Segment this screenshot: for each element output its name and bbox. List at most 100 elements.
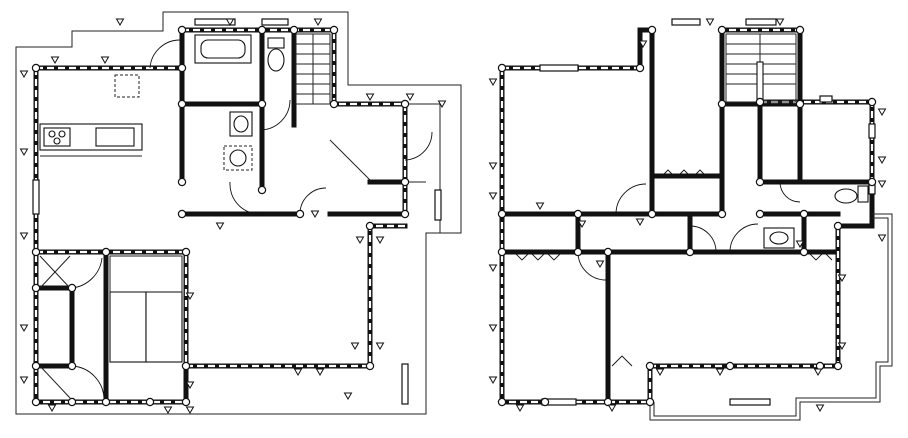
- column-post: [31, 397, 41, 407]
- dimension-mark: [715, 368, 725, 376]
- column-post: [647, 25, 657, 35]
- column-post: [400, 99, 410, 109]
- closet-folding-doors: [513, 169, 833, 367]
- dimension-mark: [488, 376, 498, 384]
- dimension-mark: [19, 376, 29, 384]
- dimension-mark: [877, 180, 887, 188]
- column-post: [497, 63, 507, 73]
- column-post: [177, 177, 187, 187]
- dimension-mark: [185, 381, 195, 389]
- dimension-marks: [19, 18, 887, 414]
- column-post: [645, 361, 655, 371]
- dimension-mark: [488, 192, 498, 200]
- column-post: [257, 99, 267, 109]
- dimension-mark: [115, 18, 125, 26]
- toilet-1f: [267, 37, 285, 72]
- stair-2f: [725, 33, 797, 103]
- column-post: [101, 397, 111, 407]
- dimension-mark: [488, 264, 498, 272]
- column-post: [799, 247, 809, 257]
- dimension-mark: [355, 236, 365, 244]
- column-post: [603, 397, 613, 407]
- column-post: [755, 97, 765, 107]
- column-post: [497, 397, 507, 407]
- dimension-mark: [100, 56, 110, 64]
- dimension-mark: [19, 70, 29, 78]
- dimension-mark: [515, 404, 525, 412]
- column-post: [181, 361, 191, 371]
- column-post: [177, 99, 187, 109]
- column-post: [177, 209, 187, 219]
- bathtub: [194, 34, 252, 64]
- oshiire-closet: [39, 255, 71, 399]
- column-post: [717, 25, 727, 35]
- dimension-mark: [488, 162, 498, 170]
- column-post: [181, 397, 191, 407]
- column-post: [497, 209, 507, 219]
- dimension-mark: [638, 40, 648, 48]
- column-post: [833, 221, 843, 231]
- column-post: [717, 99, 727, 109]
- column-post: [400, 209, 410, 219]
- column-post: [67, 397, 77, 407]
- site-boundary: [15, 11, 462, 415]
- column-post: [177, 25, 187, 35]
- column-post: [540, 397, 550, 407]
- column-post: [289, 25, 299, 35]
- column-post: [635, 63, 645, 73]
- dimension-mark: [19, 324, 29, 332]
- dimension-mark: [343, 392, 353, 400]
- dimension-mark: [47, 404, 57, 412]
- dimension-mark: [877, 108, 887, 116]
- dimension-mark: [488, 324, 498, 332]
- column-post: [181, 247, 191, 257]
- dimension-mark: [595, 260, 605, 268]
- column-post: [67, 361, 77, 371]
- dimension-mark: [405, 93, 415, 101]
- tatami-room: [109, 255, 183, 363]
- column-post: [329, 25, 339, 35]
- toilet-2f: [834, 185, 869, 204]
- column-post: [145, 397, 155, 407]
- dimension-mark: [50, 56, 60, 64]
- doors-2f: [577, 181, 801, 281]
- column-post: [685, 247, 695, 257]
- dimension-mark: [365, 93, 375, 101]
- column-post: [833, 361, 843, 371]
- dimension-mark: [315, 368, 325, 376]
- dimension-mark: [185, 292, 195, 300]
- column-post: [497, 247, 507, 257]
- column-post: [400, 177, 410, 187]
- column-post: [573, 247, 583, 257]
- entrance-diagonal: [329, 139, 371, 181]
- column-post: [257, 25, 267, 35]
- column-post: [329, 99, 339, 109]
- dimension-mark: [225, 18, 235, 26]
- column-post: [365, 221, 375, 231]
- column-post: [31, 63, 41, 73]
- dimension-mark: [837, 342, 847, 350]
- dimension-mark: [215, 222, 225, 230]
- dimension-mark: [19, 148, 29, 156]
- washbasin-2f: [763, 227, 795, 249]
- column-post: [67, 283, 77, 293]
- column-post: [101, 247, 111, 257]
- column-post: [867, 177, 877, 187]
- column-post: [295, 209, 305, 219]
- dimension-mark: [350, 342, 360, 350]
- dimension-mark: [813, 368, 823, 376]
- dimension-mark: [535, 202, 545, 210]
- column-post: [31, 361, 41, 371]
- column-post: [365, 361, 375, 371]
- dimension-mark: [375, 236, 385, 244]
- dimension-mark: [635, 218, 645, 226]
- column-post: [755, 209, 765, 219]
- dimension-mark: [185, 406, 195, 414]
- exterior-walls: [33, 27, 408, 405]
- dimension-mark: [310, 210, 320, 218]
- dimension-mark: [607, 404, 617, 412]
- column-post: [603, 247, 613, 257]
- dimension-mark: [655, 368, 665, 376]
- dimension-mark: [577, 220, 587, 228]
- column-post: [573, 209, 583, 219]
